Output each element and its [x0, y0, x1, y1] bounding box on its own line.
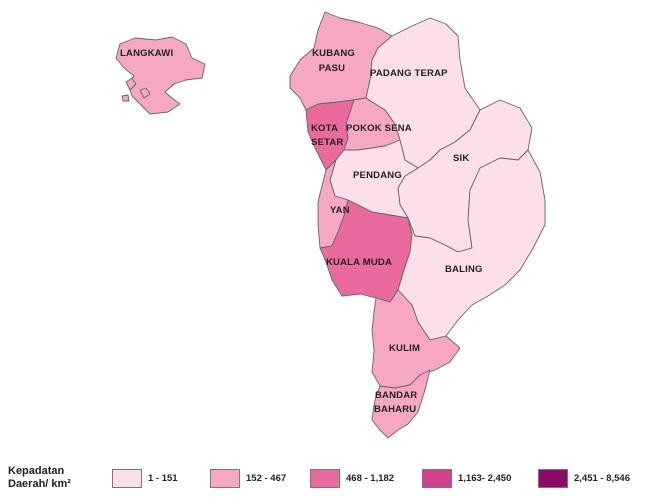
label-kuala-muda: KUALA MUDA: [326, 257, 392, 268]
langkawi-islet-3: [121, 94, 130, 102]
label-langkawi-line-1: LANGKAWI: [120, 48, 173, 59]
legend-label-class-3: 468 - 1,182: [346, 473, 395, 484]
legend-swatch-class-5: [538, 469, 568, 488]
legend-swatch-class-3: [310, 469, 340, 488]
legend-title: Kepadatan Daerah/ km²: [8, 465, 108, 491]
label-kota-setar: KOTA SETAR: [311, 123, 344, 148]
label-pendang-line-1: PENDANG: [353, 170, 402, 181]
label-kubang-pasu-line-1: KUBANG: [312, 48, 355, 59]
label-kota-setar-line-2: SETAR: [311, 137, 344, 148]
legend-label-class-1: 1 - 151: [148, 473, 178, 484]
label-bandar-baharu-line-2: BAHARU: [374, 404, 416, 415]
label-kubang-pasu-line-2: PASU: [319, 63, 346, 74]
kedah-density-map: LANGKAWI KUBANG PASU PADANG TERAP POKOK …: [115, 11, 546, 439]
legend-label-class-5: 2,451 - 8,546: [574, 473, 630, 484]
label-padang-terap-line-1: PADANG TERAP: [370, 68, 448, 79]
label-baling-line-1: BALING: [445, 264, 483, 275]
label-kota-setar-line-1: KOTA: [311, 123, 338, 134]
label-padang-terap: PADANG TERAP: [370, 68, 448, 79]
label-pendang: PENDANG: [353, 170, 402, 181]
legend-swatch-class-2: [210, 469, 240, 488]
legend-title-line-1: Kepadatan: [8, 465, 65, 477]
legend-label-class-4: 1,163- 2,450: [458, 473, 512, 484]
label-kuala-muda-line-1: KUALA MUDA: [326, 257, 392, 268]
legend-title-line-2: Daerah/ km²: [8, 478, 71, 490]
label-baling: BALING: [445, 264, 483, 275]
label-sik: SIK: [453, 153, 469, 164]
label-bandar-baharu-line-1: BANDAR: [375, 390, 417, 401]
label-kubang-pasu: KUBANG PASU: [312, 48, 358, 74]
label-kulim: KULIM: [389, 343, 420, 354]
label-yan: YAN: [330, 205, 350, 216]
label-sik-line-1: SIK: [453, 153, 469, 164]
legend-label-class-2: 152 - 467: [246, 473, 287, 484]
district-kulim[interactable]: [371, 289, 461, 389]
legend-swatch-class-4: [422, 469, 452, 488]
label-yan-line-1: YAN: [330, 205, 350, 216]
langkawi-islet-2: [139, 87, 151, 99]
label-kulim-line-1: KULIM: [389, 343, 420, 354]
label-langkawi: LANGKAWI: [120, 48, 173, 59]
district-bandar-baharu[interactable]: [371, 369, 431, 439]
district-langkawi[interactable]: [115, 36, 206, 115]
label-bandar-baharu: BANDAR BAHARU: [374, 390, 420, 415]
map-legend: Kepadatan Daerah/ km² 1 - 151 152 - 467 …: [0, 455, 655, 500]
label-pokok-sena: POKOK SENA: [346, 123, 412, 134]
langkawi-islet-1: [125, 77, 137, 91]
label-pokok-sena-line-1: POKOK SENA: [346, 123, 412, 134]
legend-swatch-class-1: [112, 469, 142, 488]
